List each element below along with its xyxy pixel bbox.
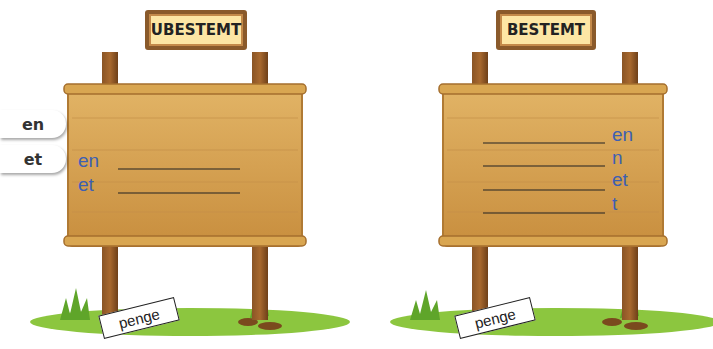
label-text: en: [22, 115, 44, 134]
label-text: et: [24, 150, 43, 169]
speech-bubble: en: [0, 110, 66, 138]
sign-board: en et: [70, 88, 300, 245]
article-ending: t: [612, 194, 617, 213]
label-text: UBESTEMT: [151, 21, 241, 39]
title-sign: BESTEMT: [496, 10, 596, 50]
sign-board: en n et t: [445, 88, 660, 245]
article-ending: en: [612, 125, 633, 144]
speech-bubble: et: [0, 145, 66, 173]
article-ending: n: [612, 148, 623, 167]
title-sign: UBESTEMT: [145, 10, 247, 50]
label-text: BESTEMT: [507, 21, 585, 39]
article-ending: et: [78, 175, 94, 194]
article-ending: en: [78, 151, 99, 170]
article-ending: et: [612, 170, 628, 189]
